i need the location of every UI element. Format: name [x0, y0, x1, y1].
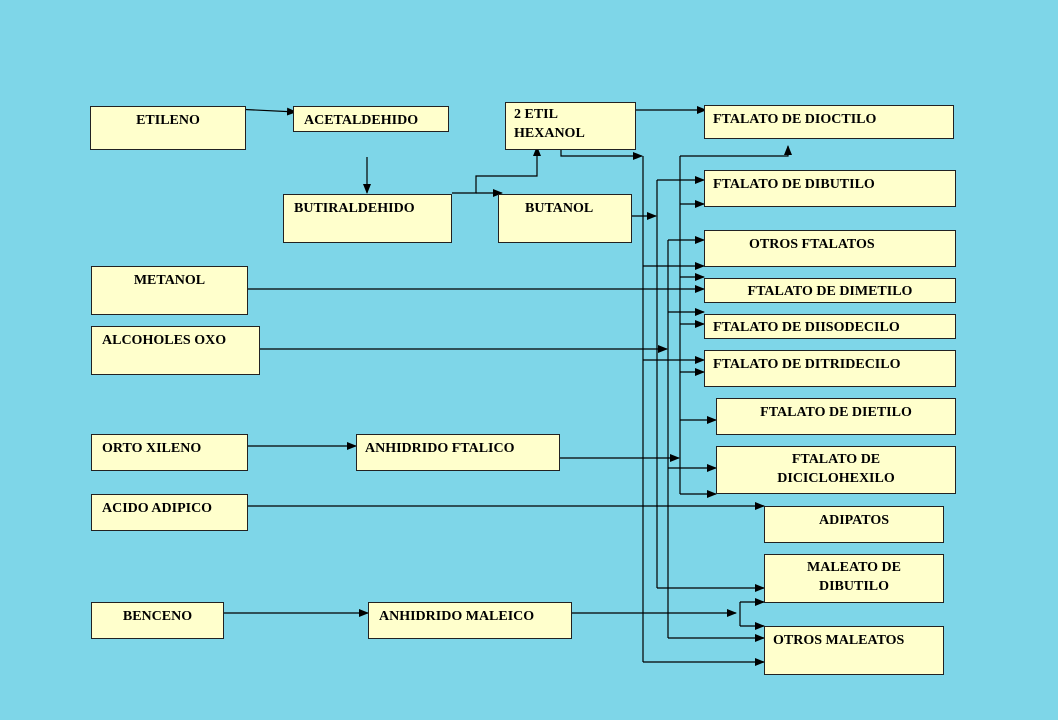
- node-maleato-dibutilo: MALEATO DE DIBUTILO: [764, 554, 944, 603]
- node-ftalato-diciclohexilo: FTALATO DE DICICLOHEXILO: [716, 446, 956, 494]
- node-ftalato-dibutilo: FTALATO DE DIBUTILO: [704, 170, 956, 207]
- node-ftalato-dioctilo: FTALATO DE DIOCTILO: [704, 105, 954, 139]
- node-otros-maleatos: OTROS MALEATOS: [764, 626, 944, 675]
- node-benceno: BENCENO: [91, 602, 224, 639]
- node-orto-xileno: ORTO XILENO: [91, 434, 248, 471]
- node-etileno: ETILENO: [90, 106, 246, 150]
- node-alcoholes-oxo: ALCOHOLES OXO: [91, 326, 260, 375]
- node-anhidrido-ftalico: ANHIDRIDO FTALICO: [356, 434, 560, 471]
- node-ftalato-diisodecilo: FTALATO DE DIISODECILO: [704, 314, 956, 339]
- node-acetaldehido: ACETALDEHIDO: [293, 106, 449, 132]
- arrow-etilhexanol-trunk: [560, 147, 643, 160]
- node-butiraldehido: BUTIRALDEHIDO: [283, 194, 452, 243]
- node-ftalato-dietilo: FTALATO DE DIETILO: [716, 398, 956, 435]
- node-butanol: BUTANOL: [498, 194, 632, 243]
- node-acido-adipico: ACIDO ADIPICO: [91, 494, 248, 531]
- arrow-butiraldehido-etilhexanol: [452, 146, 541, 194]
- node-ftalato-dimetilo: FTALATO DE DIMETILO: [704, 278, 956, 303]
- node-2-etil-hexanol: 2 ETIL HEXANOL: [505, 102, 636, 150]
- node-anhidrido-maleico: ANHIDRIDO MALEICO: [368, 602, 572, 639]
- node-otros-ftalatos: OTROS FTALATOS: [704, 230, 956, 267]
- node-metanol: METANOL: [91, 266, 248, 315]
- node-adipatos: ADIPATOS: [764, 506, 944, 543]
- node-ftalato-ditridecilo: FTALATO DE DITRIDECILO: [704, 350, 956, 387]
- arrow-680-dioctilo: [680, 145, 792, 157]
